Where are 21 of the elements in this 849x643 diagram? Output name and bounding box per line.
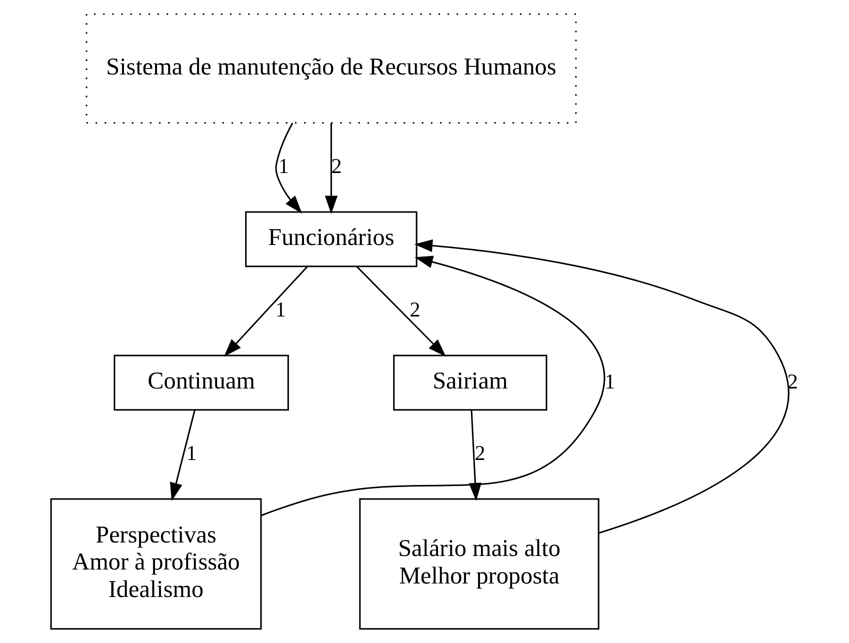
arrow bbox=[170, 410, 196, 501]
edge-label: 1 bbox=[275, 298, 286, 322]
edge-label: 2 bbox=[410, 298, 420, 322]
edge-label: 2 bbox=[474, 441, 486, 466]
edge-label: 1 bbox=[604, 369, 616, 394]
edge-label: 2 bbox=[331, 154, 342, 178]
node-box: Perspectivas Amor à profissão Idealismo bbox=[50, 498, 262, 630]
arrow bbox=[356, 266, 446, 357]
arrow bbox=[324, 123, 338, 214]
node-box: Sairiam bbox=[393, 354, 548, 411]
edge-label: 1 bbox=[278, 154, 289, 178]
edge-label: 2 bbox=[787, 369, 798, 394]
node-box: Salário mais alto Melhor proposta bbox=[359, 498, 600, 630]
arrow bbox=[414, 239, 789, 534]
arrow bbox=[261, 256, 605, 516]
node-box: Funcionários bbox=[245, 211, 418, 268]
node-box: Sistema de manutenção de Recursos Humanos bbox=[86, 13, 577, 124]
arrow bbox=[224, 266, 308, 357]
node-box: Continuam bbox=[114, 354, 289, 411]
arrow bbox=[275, 122, 302, 214]
edge-label: 1 bbox=[186, 441, 197, 466]
